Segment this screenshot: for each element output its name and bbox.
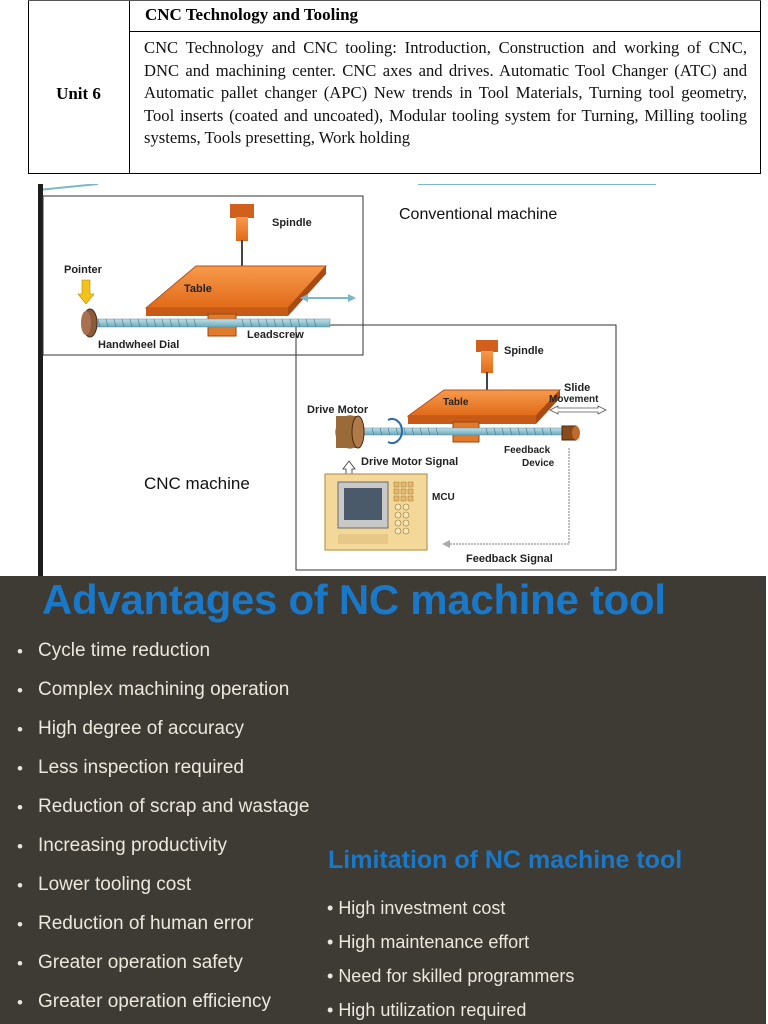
nc-advantages-slide: Advantages of NC machine tool •Cycle tim… bbox=[0, 576, 766, 1024]
table-border-divider bbox=[129, 0, 130, 174]
syllabus-table: Unit 6 CNC Technology and Tooling CNC Te… bbox=[0, 0, 768, 176]
cnc-machine-drawing bbox=[324, 340, 607, 551]
topic-body: CNC Technology and CNC tooling: Introduc… bbox=[144, 38, 747, 148]
bullet-icon: • bbox=[17, 876, 23, 895]
conv-leadscrew-label: Leadscrew bbox=[247, 329, 304, 341]
bullet-icon: • bbox=[17, 798, 23, 817]
limitation-item: • High utilization required bbox=[327, 1000, 527, 1020]
cnc-machine-title: CNC machine bbox=[144, 474, 250, 493]
limitation-item: • High maintenance effort bbox=[327, 932, 530, 952]
left-edge-bar bbox=[38, 184, 43, 576]
bullet-icon: • bbox=[17, 915, 23, 934]
slide-title: Advantages of NC machine tool bbox=[42, 576, 666, 623]
cnc-spindle-label: Spindle bbox=[504, 345, 544, 357]
limitation-item: • Need for skilled programmers bbox=[327, 966, 575, 986]
cnc-frame bbox=[295, 324, 617, 571]
bullet-icon: • bbox=[17, 954, 23, 973]
cnc-drive-motor-signal-label: Drive Motor Signal bbox=[361, 456, 459, 468]
conv-handwheel-label: Handwheel Dial bbox=[98, 339, 180, 351]
table-border-right bbox=[760, 0, 761, 174]
bullet-icon: • bbox=[17, 720, 23, 739]
limitation-title: Limitation of NC machine tool bbox=[328, 846, 683, 874]
table-border-top bbox=[28, 0, 761, 1]
cnc-slide-label-2: Movement bbox=[549, 394, 599, 405]
cnc-mcu-label: MCU bbox=[432, 492, 455, 503]
cnc-vs-conventional-diagram: Conventional machine CNC machine Spindle… bbox=[38, 184, 656, 576]
limitation-item: • High investment cost bbox=[327, 898, 506, 918]
conventional-machine-drawing bbox=[77, 204, 356, 338]
cnc-slide-label-1: Slide bbox=[564, 382, 591, 394]
cnc-drive-motor-label: Drive Motor bbox=[307, 404, 369, 416]
conventional-frame bbox=[42, 195, 364, 356]
cnc-feedback-signal-label: Feedback Signal bbox=[466, 553, 553, 565]
decor-line bbox=[38, 184, 99, 191]
bullet-icon: • bbox=[17, 837, 23, 856]
table-border-left bbox=[28, 0, 29, 174]
bullet-icon: • bbox=[17, 759, 23, 778]
table-border-row bbox=[130, 31, 761, 32]
conv-spindle-label: Spindle bbox=[272, 217, 312, 229]
diagram-drawing bbox=[38, 184, 656, 576]
conv-table-label: Table bbox=[184, 283, 212, 295]
bullet-icon: • bbox=[17, 642, 23, 661]
table-border-bottom bbox=[28, 173, 761, 174]
cnc-feedback-device-label-1: Feedback bbox=[504, 445, 551, 456]
conv-pointer-label: Pointer bbox=[64, 264, 102, 276]
cnc-feedback-device-label-2: Device bbox=[522, 458, 555, 469]
bullet-icon: • bbox=[17, 681, 23, 700]
bullet-icon: • bbox=[17, 993, 23, 1012]
unit-label: Unit 6 bbox=[56, 84, 101, 103]
cnc-table-label: Table bbox=[443, 397, 469, 408]
conventional-machine-title: Conventional machine bbox=[399, 206, 558, 223]
topic-title: CNC Technology and Tooling bbox=[145, 5, 359, 24]
